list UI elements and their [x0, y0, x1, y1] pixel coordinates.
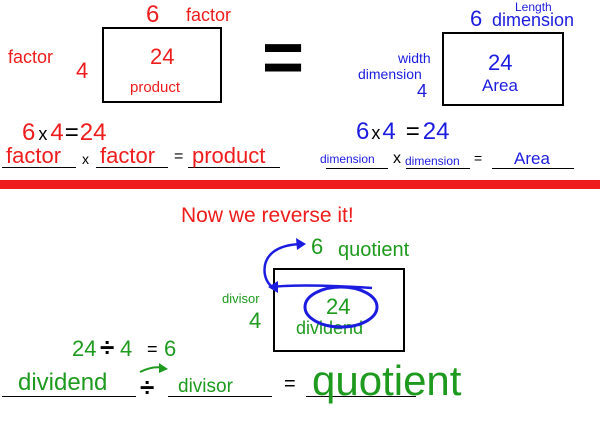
dividend-rectangle	[273, 268, 405, 352]
eq-factor-a: 6	[22, 119, 36, 146]
divisor-number: 4	[249, 308, 262, 333]
div-eq-equals: =	[147, 339, 158, 359]
word-factor-a: factor	[6, 143, 62, 168]
eq-dim-times: x	[371, 123, 381, 143]
arrowhead-to-divisor	[268, 281, 278, 293]
word-equals: =	[174, 148, 184, 165]
reverse-title: Now we reverse it!	[181, 204, 354, 227]
div-eq-sign: ÷	[100, 332, 115, 362]
word-dim-equals: =	[474, 150, 483, 166]
dimension-blank-2	[406, 168, 470, 169]
word-quotient: quotient	[312, 357, 462, 404]
eq-factor-b: 4	[50, 119, 64, 146]
word-area: Area	[514, 149, 550, 168]
side-factor-label: factor	[8, 47, 54, 67]
side-factor-number: 4	[76, 58, 89, 83]
word-divisor: divisor	[178, 376, 233, 397]
eq-product: 24	[79, 119, 107, 146]
section-divider	[0, 180, 600, 189]
area-label: Area	[482, 76, 518, 95]
dividend-number: 24	[326, 294, 351, 319]
factor-blank-1	[2, 167, 76, 168]
word-product: product	[192, 143, 266, 168]
divisor-blank	[168, 396, 272, 397]
dividend-label: dividend	[296, 318, 364, 338]
eq-times: x	[38, 124, 48, 144]
eq-equals: =	[64, 119, 79, 146]
dividend-blank	[2, 396, 136, 397]
div-eq-quotient: 6	[164, 336, 177, 361]
top-factor-number: 6	[146, 1, 160, 28]
width-label: width	[398, 50, 431, 66]
factor-blank-2	[96, 167, 168, 168]
quotient-label: quotient	[338, 239, 410, 261]
word-times: x	[82, 151, 89, 167]
word-dimension-a: dimension	[320, 152, 375, 166]
arrowhead-to-quotient	[296, 238, 306, 250]
word-factor-b: factor	[100, 143, 156, 168]
eq-dim-a: 6	[356, 118, 370, 145]
side-dimension-number: 4	[417, 81, 428, 101]
length-label: Length	[515, 0, 552, 14]
dividend-circle	[303, 285, 379, 329]
area-number: 24	[488, 50, 513, 75]
word-div-equals: =	[284, 373, 296, 395]
product-number: 24	[150, 44, 175, 69]
top-factor-label: factor	[186, 5, 232, 25]
word-div-sign: ÷	[140, 372, 155, 402]
div-eq-divisor: 4	[120, 336, 133, 361]
eq-dim-b: 4	[382, 118, 396, 145]
div-eq-dividend: 24	[72, 336, 97, 361]
green-arrowhead	[159, 363, 168, 373]
quotient-blank	[306, 396, 416, 397]
area-blank	[492, 168, 574, 169]
equals-sign: =	[262, 18, 305, 98]
word-dimension-b: dimension	[405, 154, 460, 168]
side-dimension-label: dimension	[358, 66, 422, 82]
eq-dim-equals: =	[405, 118, 420, 145]
top-dimension-number: 6	[470, 6, 483, 31]
top-dimension-label: dimension	[492, 10, 575, 30]
quotient-number: 6	[311, 234, 324, 259]
product-rectangle	[102, 27, 222, 103]
divisor-to-top-arrow	[263, 242, 373, 290]
word-dividend: dividend	[18, 369, 108, 396]
product-blank	[188, 167, 280, 168]
divisor-label: divisor	[222, 291, 260, 306]
area-rectangle	[442, 32, 564, 106]
eq-area: 24	[422, 118, 450, 145]
product-label: product	[130, 79, 181, 96]
word-dim-times: x	[393, 150, 401, 167]
dimension-blank-1	[326, 168, 388, 169]
